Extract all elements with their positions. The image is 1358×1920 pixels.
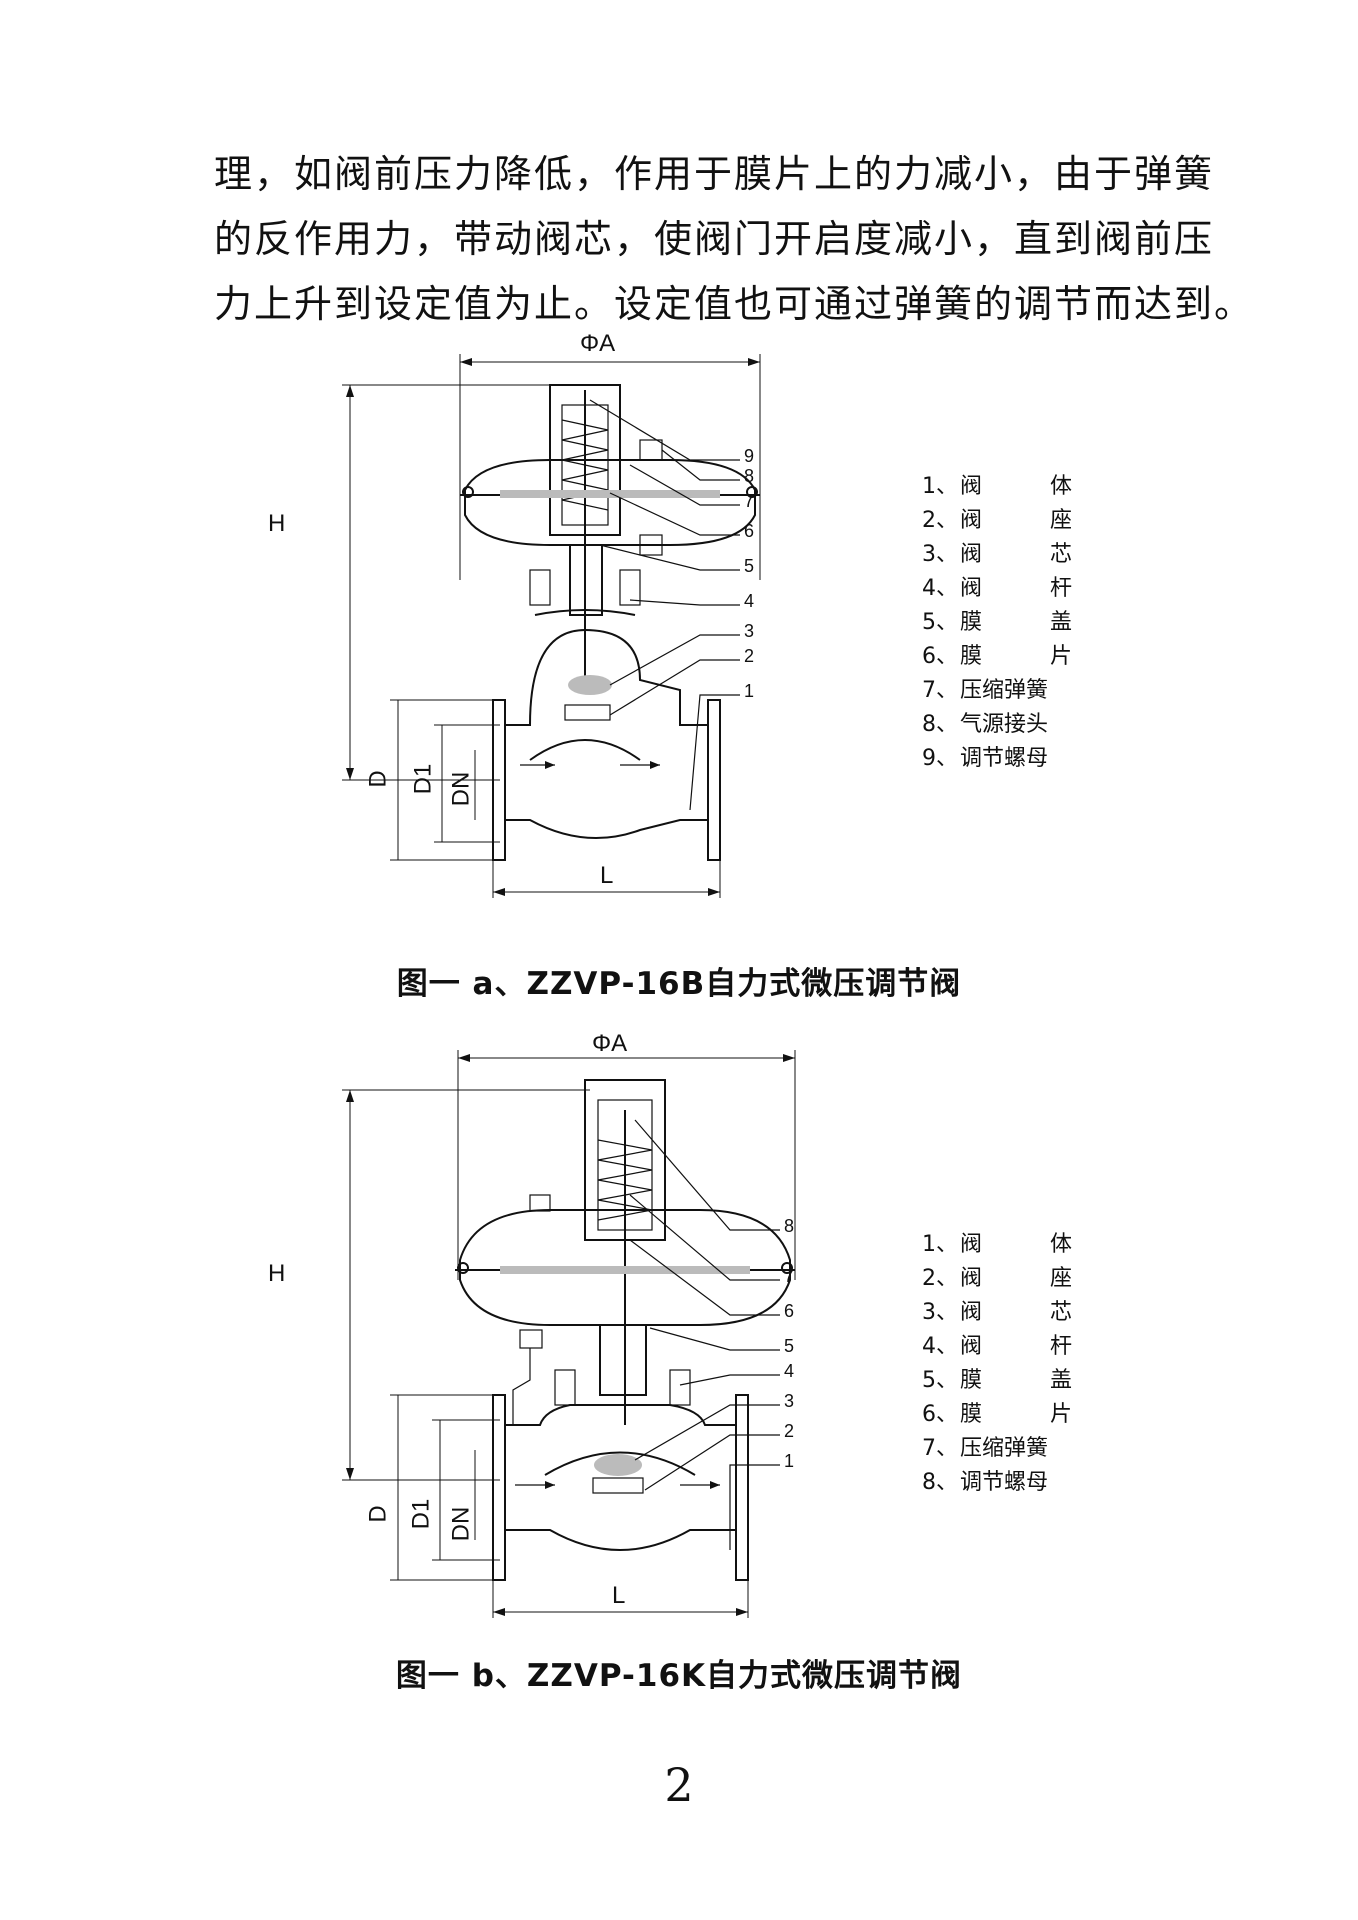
callout-7: 7 <box>744 491 755 511</box>
legend-item: 1、阀体 <box>922 1232 1072 1257</box>
dim-L-label: L <box>600 862 614 889</box>
callout-8: 8 <box>744 466 755 486</box>
valve-drawing-b <box>342 1050 796 1618</box>
paragraph-line: 力上升到设定值为止。设定值也可通过弹簧的调节而达到。 <box>214 282 1255 326</box>
legend-item: 5、膜盖 <box>922 1368 1072 1393</box>
legend-item: 1、阀体 <box>922 474 1072 499</box>
figure-a-caption: 图一 a、ZZVP-16B自力式微压调节阀 <box>396 966 962 1002</box>
dim-L-label: L <box>612 1582 626 1609</box>
callout-8: 8 <box>784 1216 795 1236</box>
legend-item: 3、阀芯 <box>922 542 1072 567</box>
dim-DN-label: DN <box>447 1506 475 1542</box>
callout-1: 1 <box>744 681 755 701</box>
callout-6: 6 <box>784 1301 795 1321</box>
page-number: 2 <box>664 1758 694 1812</box>
paragraph-line: 的反作用力，带动阀芯，使阀门开启度减小，直到阀前压 <box>214 217 1215 261</box>
legend-item: 2、阀座 <box>922 508 1072 533</box>
legend-item: 6、膜片 <box>922 1402 1072 1427</box>
parts-legend-b: 1、阀体 2、阀座 3、阀芯 4、阀杆 5、膜盖 6、膜片 7、压缩弹簧 8、调… <box>922 1228 1072 1500</box>
dim-H-label: H <box>268 510 286 537</box>
valve-drawing-a <box>342 354 761 898</box>
dim-phiA-label: ΦA <box>580 330 616 357</box>
figure-a: ΦA H D D1 DN L 9 8 7 6 5 4 3 2 1 1、阀体 2、… <box>268 330 1100 900</box>
callout-5: 5 <box>744 556 755 576</box>
callout-4: 4 <box>784 1361 795 1381</box>
legend-item: 8、气源接头 <box>922 712 1049 737</box>
callout-7: 7 <box>784 1266 795 1286</box>
legend-item: 9、调节螺母 <box>922 746 1049 771</box>
callout-1: 1 <box>784 1451 795 1471</box>
legend-item: 4、阀杆 <box>922 1334 1072 1359</box>
dim-D1-label: D1 <box>407 1498 435 1530</box>
dim-H-label: H <box>268 1260 286 1287</box>
legend-item: 8、调节螺母 <box>922 1470 1049 1495</box>
legend-item: 4、阀杆 <box>922 576 1072 601</box>
callout-3: 3 <box>744 621 755 641</box>
body-paragraph: 理，如阀前压力降低，作用于膜片上的力减小，由于弹簧 的反作用力，带动阀芯，使阀门… <box>214 142 1255 337</box>
callout-2: 2 <box>744 646 755 666</box>
legend-item: 7、压缩弹簧 <box>922 678 1049 703</box>
callout-3: 3 <box>784 1391 795 1411</box>
figure-b-caption: 图一 b、ZZVP-16K自力式微压调节阀 <box>395 1658 963 1694</box>
dim-D-label: D <box>364 770 392 788</box>
legend-item: 3、阀芯 <box>922 1300 1072 1325</box>
callout-2: 2 <box>784 1421 795 1441</box>
callout-6: 6 <box>744 521 755 541</box>
dim-D1-label: D1 <box>409 763 437 795</box>
paragraph-line: 理，如阀前压力降低，作用于膜片上的力减小，由于弹簧 <box>214 152 1215 196</box>
legend-item: 6、膜片 <box>922 644 1072 669</box>
callout-4: 4 <box>744 591 755 611</box>
dim-DN-label: DN <box>447 771 475 807</box>
legend-item: 5、膜盖 <box>922 610 1072 635</box>
parts-legend-a: 1、阀体 2、阀座 3、阀芯 4、阀杆 5、膜盖 6、膜片 7、压缩弹簧 8、气… <box>922 470 1072 776</box>
figure-b: ΦA H D D1 DN L 8 7 6 5 4 3 2 1 1、阀体 2、阀座… <box>268 1030 1100 1630</box>
dim-phiA-label: ΦA <box>592 1030 628 1057</box>
callout-5: 5 <box>784 1336 795 1356</box>
legend-item: 7、压缩弹簧 <box>922 1436 1049 1461</box>
callout-9: 9 <box>744 446 755 466</box>
dim-D-label: D <box>364 1505 392 1523</box>
legend-item: 2、阀座 <box>922 1266 1072 1291</box>
